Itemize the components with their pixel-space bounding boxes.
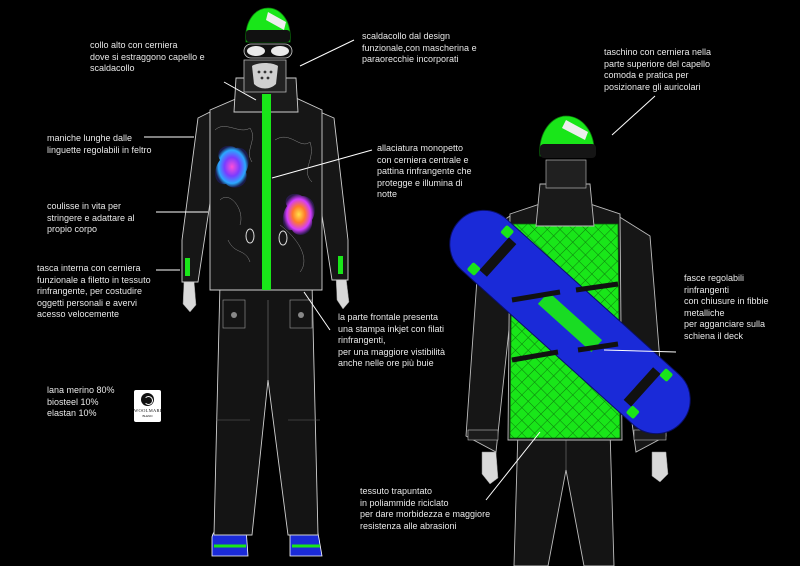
annotation-sleeves: maniche lunghe dalle linguette regolabil… [47,133,152,155]
annotation-straps: fasce regolabili rinfrangenti con chiusu… [684,273,769,341]
leader-lines [144,39,677,501]
annotation-closure: allaciatura monopetto con cerniera centr… [377,143,472,199]
annotation-collar: collo alto con cerniera dove si estraggo… [90,40,205,73]
logo-line-2: BLEND [142,414,153,418]
annotation-quilted: tessuto trapuntato in poliammide ricicla… [360,486,491,531]
annotation-cap-pocket: taschino con cerniera nella parte superi… [604,47,712,92]
fabric-composition: lana merino 80% biosteel 10% elastan 10% [47,385,115,418]
annotation-print: la parte frontale presenta una stampa in… [338,312,446,368]
woolmark-icon [141,393,154,406]
annotation-neck-warmer: scaldacollo dal design funzionale,con ma… [362,31,477,64]
logo-line-1: WOOLMARK [134,408,164,413]
back-figure [449,115,691,566]
annotation-drawstring: coulisse in vita per stringere e adattar… [47,201,135,234]
front-figure [181,7,350,557]
annotation-inner-pocket: tasca interna con cerniera funzionale a … [37,263,151,319]
woolmark-blend-logo: WOOLMARK BLEND [134,390,164,422]
